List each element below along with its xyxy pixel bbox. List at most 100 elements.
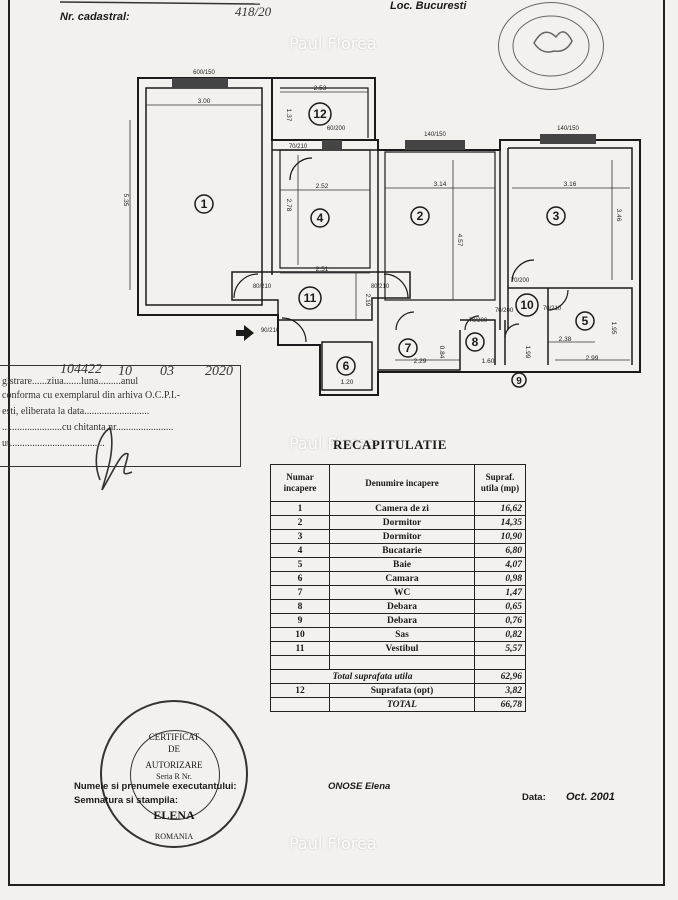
dim-label: 2.52: [316, 183, 329, 190]
room-number-2: 2: [417, 209, 424, 223]
door-label: 70/200: [511, 278, 530, 284]
dim-label: 2.19: [364, 294, 371, 307]
dim-label: 0.84: [438, 346, 445, 359]
room-number-5: 5: [582, 314, 589, 328]
recap-title: RECAPITULATIE: [333, 437, 447, 452]
window-label: 140/150: [424, 132, 446, 138]
date-label: Data:: [522, 792, 546, 803]
stamp-emblem-icon: [512, 15, 590, 77]
watermark-bottom: Paul Florea: [289, 834, 377, 853]
page-border: [8, 0, 665, 886]
door-swing-room1: [233, 273, 259, 299]
seal-line-4: Seria R Nr.: [156, 772, 192, 781]
reg-number-handwritten: 104422: [60, 362, 102, 377]
dim-label: 1.95: [610, 322, 617, 335]
reg-day-handwritten: 10: [118, 364, 132, 379]
registration-stamp: gistrare......ziua.......luna.........an…: [0, 365, 241, 467]
reg-label: gistrare: [2, 376, 32, 387]
entry-arrow-icon: [236, 325, 254, 341]
dim-label: 5.35: [122, 194, 129, 207]
vestibule-walls: [231, 271, 411, 321]
dim-label: 2.78: [285, 199, 292, 212]
door-label: 70/210: [289, 144, 308, 150]
door-label: 60/200: [327, 126, 346, 132]
room-number-9: 9: [516, 376, 522, 387]
reg-line-2: conforma cu exemplarul din arhiva O.C.P.…: [2, 390, 181, 401]
room-number-6: 6: [343, 359, 350, 373]
header-line: [60, 1, 261, 5]
door-label: 70/200: [495, 308, 514, 314]
reg-month-label: luna: [81, 376, 99, 387]
room-number-10: 10: [520, 298, 534, 312]
seal-name: ELENA: [153, 808, 195, 822]
signature-label: Semnatura si stampila:: [74, 795, 179, 806]
room-number-8: 8: [472, 335, 479, 349]
round-stamp-top: [498, 2, 604, 90]
window-balcony: [322, 140, 342, 150]
floor-plan: 1 2 3 4 5 6 7 8 9 10 11 12: [122, 70, 641, 396]
watermark-middle: Paul Florea: [289, 434, 377, 453]
dim-label: 2.53: [314, 85, 327, 92]
col-header-number: Numar incapere: [270, 464, 330, 502]
executant-label: Numele si prenumele executantului:: [74, 781, 237, 792]
dim-label: 3.14: [434, 181, 447, 188]
room-number-3: 3: [553, 209, 560, 223]
door-swing-kitchen: [289, 157, 313, 181]
date-value: Oct. 2001: [566, 791, 615, 803]
col-header-name: Denumire incapere: [329, 464, 475, 502]
cadastral-number-label: Nr. cadastral:: [60, 11, 130, 23]
authorization-seal: CERTIFICAT DE AUTORIZARE Seria R Nr. ELE…: [100, 700, 248, 848]
window-label: 600/150: [193, 70, 215, 76]
balcony-walls: [272, 77, 376, 140]
col-header-area: Supraf. utila (mp): [474, 464, 526, 502]
executant-name: ONOSE Elena: [328, 781, 391, 792]
door-label: 70/200: [469, 318, 488, 324]
dim-label: 2.99: [586, 355, 599, 362]
spacer-row: [270, 655, 526, 670]
reg-line-4: cu chitanta nr.: [62, 422, 119, 433]
reg-month-handwritten: 03: [160, 364, 174, 379]
reg-day-label: ziua: [47, 376, 64, 387]
reg-line-3: esti, eliberata la data: [2, 406, 85, 417]
seal-line-2: DE: [168, 744, 180, 754]
dim-label: 1.37: [285, 109, 292, 122]
room-number-1: 1: [201, 197, 208, 211]
recap-table: Numar incapere Denumire incapere Supraf.…: [270, 464, 526, 712]
seal-line-3: AUTORIZARE: [145, 760, 203, 770]
dim-label: 1.60: [482, 358, 495, 365]
dim-label: 2.29: [414, 358, 427, 365]
handwritten-number: 418/20: [235, 4, 272, 19]
outer-wall: [137, 77, 641, 396]
room-2-walls: [384, 151, 496, 301]
dim-label: 2.51: [316, 266, 329, 273]
door-label: 80/210: [371, 284, 390, 290]
watermark-top: Paul Florea: [289, 34, 377, 53]
window-label: 140/150: [557, 126, 579, 132]
window-room1: [172, 78, 228, 88]
dim-label: 3.46: [615, 209, 622, 222]
room-number-11: 11: [304, 291, 317, 305]
reg-line-5: ut: [2, 438, 10, 449]
reg-year-handwritten: 2020: [205, 364, 233, 379]
window-room2: [405, 140, 465, 150]
dim-label: 1.99: [524, 346, 531, 359]
door-label: 80/210: [253, 284, 272, 290]
room-number-7: 7: [405, 341, 412, 355]
seal-line-1: CERTIFICAT: [148, 732, 200, 742]
window-room3: [540, 134, 596, 144]
locality-label: Loc. Bucuresti: [390, 0, 467, 12]
